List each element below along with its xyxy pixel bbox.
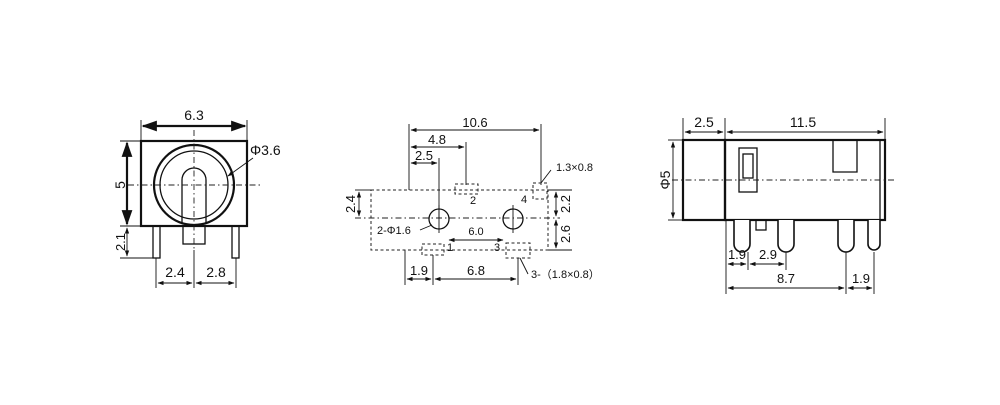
- leader-line: [419, 224, 433, 231]
- hole-spacing-label: 6.0: [468, 226, 483, 238]
- side-small-tab: [755, 219, 767, 231]
- pin-3-label: 3: [494, 242, 500, 254]
- holes-label: 2-Φ1.6: [377, 225, 411, 237]
- footprint-left-height-label: 2.4: [343, 195, 358, 213]
- side-pin-gap-1-label: 1.9: [728, 247, 746, 262]
- pad-small-label: 1.3×0.8: [556, 162, 593, 174]
- footprint-outline: [370, 189, 549, 251]
- front-width-label: 6.3: [184, 107, 204, 123]
- side-pin-2: [777, 220, 795, 253]
- side-view: 2.5 11.5 Φ5 1.9 2.9 8.7 1.9: [657, 114, 895, 294]
- front-pin-right-label: 2.8: [206, 264, 226, 280]
- pads-large-label: 3-（1.8×0.8）: [531, 268, 600, 281]
- side-end-gap-label: 1.9: [852, 271, 870, 286]
- side-body-label: 11.5: [790, 114, 816, 130]
- side-pin-1: [733, 220, 751, 253]
- pad-4: [532, 182, 548, 200]
- leader-line: [519, 257, 529, 275]
- side-pin-4: [867, 220, 881, 251]
- front-pin-length-label: 2.1: [113, 233, 128, 251]
- side-tab: [832, 140, 858, 173]
- front-height-label: 5: [112, 181, 128, 189]
- footprint-view: 10.6 4.8 2.5 2 4 1.3×0.8 2-Φ1.6 6.0 1 3 …: [343, 115, 600, 285]
- front-slot: [181, 167, 207, 223]
- footprint-bottom-span-label: 6.8: [467, 263, 485, 278]
- footprint-25-label: 2.5: [415, 148, 433, 163]
- footprint-48-label: 4.8: [428, 132, 446, 147]
- side-total-span-label: 8.7: [777, 271, 795, 286]
- leader-line: [227, 157, 254, 177]
- side-pin-3: [837, 220, 855, 253]
- pin-4-label: 4: [521, 194, 527, 206]
- pin-1-label: 1: [447, 242, 453, 254]
- side-diameter-label: Φ5: [657, 170, 673, 189]
- leader-line: [540, 169, 552, 184]
- front-hole-diameter-label: Φ3.6: [250, 142, 281, 158]
- front-left-pin: [152, 225, 161, 259]
- footprint-overall-label: 10.6: [462, 115, 487, 130]
- pin-2-label: 2: [470, 195, 476, 207]
- front-view: 6.3 Φ3.6 5 2.1 2.4 2.8: [112, 107, 281, 288]
- footprint-right-top-label: 2.2: [558, 195, 573, 213]
- front-pin-left-label: 2.4: [165, 264, 185, 280]
- side-contact: [738, 147, 758, 193]
- side-pin-gap-2-label: 2.9: [759, 247, 777, 262]
- footprint-bottom-left-label: 1.9: [410, 263, 428, 278]
- footprint-right-bottom-label: 2.6: [558, 225, 573, 243]
- side-contact-inner: [742, 153, 754, 179]
- side-flange-label: 2.5: [694, 114, 714, 130]
- pad-2: [454, 183, 479, 195]
- front-right-pin: [231, 225, 240, 259]
- front-bottom-tab: [182, 225, 206, 245]
